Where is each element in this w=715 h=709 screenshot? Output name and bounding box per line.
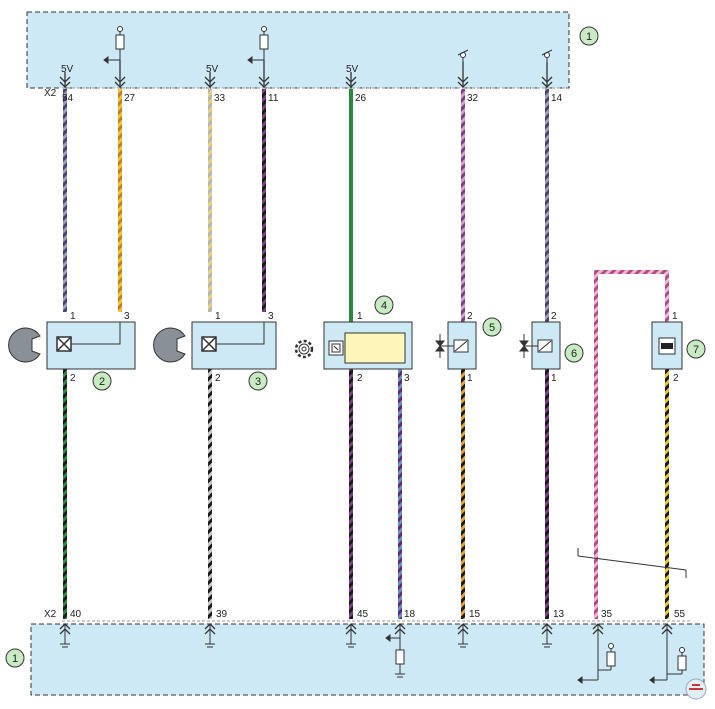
top-pin-labels: 5V 54 27 5V 33 11 5V 26 32 14 bbox=[61, 64, 563, 104]
bottom-pin-labels: 40 39 45 18 15 13 35 55 bbox=[70, 609, 686, 620]
wire-35 bbox=[594, 270, 669, 619]
component-2-crank-sensor: 1 3 2 2 bbox=[8, 311, 136, 391]
pin-number: 13 bbox=[553, 609, 565, 620]
resistor-icon bbox=[385, 624, 405, 678]
component-callout: 4 bbox=[381, 300, 387, 312]
ecu-bottom-callout: 1 bbox=[5, 648, 25, 668]
wire-13 bbox=[545, 369, 549, 619]
pin-label: 2 bbox=[70, 373, 76, 384]
switch-contact-icon bbox=[541, 49, 553, 62]
ecu-top-callout-label: 1 bbox=[586, 31, 592, 43]
resistor-icon bbox=[103, 26, 125, 64]
pin-number: 45 bbox=[357, 609, 369, 620]
connector-label-top: X2 bbox=[44, 88, 57, 99]
pin-label: 2 bbox=[467, 311, 473, 322]
twisted-pair-marker bbox=[577, 555, 687, 571]
pin-label: 2 bbox=[215, 373, 221, 384]
pressure-icon bbox=[518, 334, 538, 358]
wire-54 bbox=[63, 89, 67, 312]
component-callout: 2 bbox=[99, 376, 105, 388]
resistor-icon bbox=[649, 624, 687, 684]
pin-label: 1 bbox=[672, 311, 678, 322]
pin-number: 35 bbox=[601, 609, 613, 620]
pin-label: 3 bbox=[124, 311, 130, 322]
pin-voltage: 5V bbox=[61, 64, 74, 75]
ecu-top-block bbox=[26, 11, 570, 89]
pin-label: 2 bbox=[551, 311, 557, 322]
pin-label: 2 bbox=[357, 373, 363, 384]
ecu-bottom-callout-label: 1 bbox=[12, 653, 18, 665]
pin-label: 2 bbox=[673, 373, 679, 384]
pin-label: 3 bbox=[404, 373, 410, 384]
component-callout: 6 bbox=[571, 348, 577, 360]
pin-number: 15 bbox=[469, 609, 481, 620]
resistor-icon bbox=[577, 624, 616, 684]
wire-18 bbox=[398, 369, 402, 619]
watermark-logo-icon bbox=[685, 678, 707, 700]
wire-40 bbox=[63, 369, 67, 619]
pin-label: 1 bbox=[551, 373, 557, 384]
top-connector-arrows bbox=[59, 60, 553, 88]
wire-32 bbox=[461, 89, 465, 322]
component-7-knock-sensor: 1 2 7 bbox=[651, 311, 706, 384]
pin-number: 54 bbox=[62, 93, 74, 104]
sensor-disc-icon bbox=[153, 327, 186, 363]
pin-number: 14 bbox=[551, 93, 563, 104]
gear-icon bbox=[294, 339, 314, 359]
pin-number: 11 bbox=[268, 93, 279, 104]
wire-26 bbox=[349, 89, 353, 322]
pin-label: 1 bbox=[215, 311, 221, 322]
pin-number: 55 bbox=[674, 609, 686, 620]
connector-label-bottom: X2 bbox=[44, 609, 57, 620]
component-6-pressure-switch: 2 1 6 bbox=[518, 311, 584, 384]
wire-27 bbox=[118, 89, 122, 312]
ecu-bottom-block bbox=[30, 623, 705, 696]
resistor-icon bbox=[247, 26, 269, 64]
pin-label: 3 bbox=[268, 311, 274, 322]
component-callout: 7 bbox=[693, 344, 699, 356]
wire-11 bbox=[262, 89, 266, 312]
wire-33 bbox=[208, 89, 212, 312]
ecu-top-callout: 1 bbox=[579, 26, 599, 46]
pin-label: 1 bbox=[467, 373, 473, 384]
wire-14 bbox=[545, 89, 549, 322]
pin-voltage: 5V bbox=[346, 64, 359, 75]
component-callout: 5 bbox=[489, 322, 495, 334]
pin-number: 39 bbox=[216, 609, 228, 620]
pin-number: 27 bbox=[124, 93, 136, 104]
wires bbox=[63, 89, 687, 619]
pin-label: 1 bbox=[357, 311, 363, 322]
pin-number: 26 bbox=[355, 93, 367, 104]
pin-number: 33 bbox=[214, 93, 226, 104]
wire-15 bbox=[461, 369, 465, 619]
pin-number: 18 bbox=[404, 609, 416, 620]
pin-voltage: 5V bbox=[206, 64, 219, 75]
component-3-cam-sensor: 1 3 2 3 bbox=[153, 311, 277, 391]
component-callout: 3 bbox=[255, 376, 261, 388]
pressure-icon bbox=[434, 334, 454, 358]
pin-number: 32 bbox=[467, 93, 479, 104]
ground-icon bbox=[60, 624, 552, 648]
component-5-knock-switch: 2 1 5 bbox=[434, 311, 502, 384]
pin-label: 1 bbox=[70, 311, 76, 322]
wire-39 bbox=[208, 369, 212, 619]
component-4-speed-sensor: 1 2 3 4 bbox=[294, 295, 413, 384]
sensor-disc-icon bbox=[8, 327, 41, 363]
wire-55 bbox=[665, 369, 669, 619]
pin-number: 40 bbox=[70, 609, 82, 620]
wire-45 bbox=[349, 369, 353, 619]
switch-contact-icon bbox=[457, 49, 469, 62]
